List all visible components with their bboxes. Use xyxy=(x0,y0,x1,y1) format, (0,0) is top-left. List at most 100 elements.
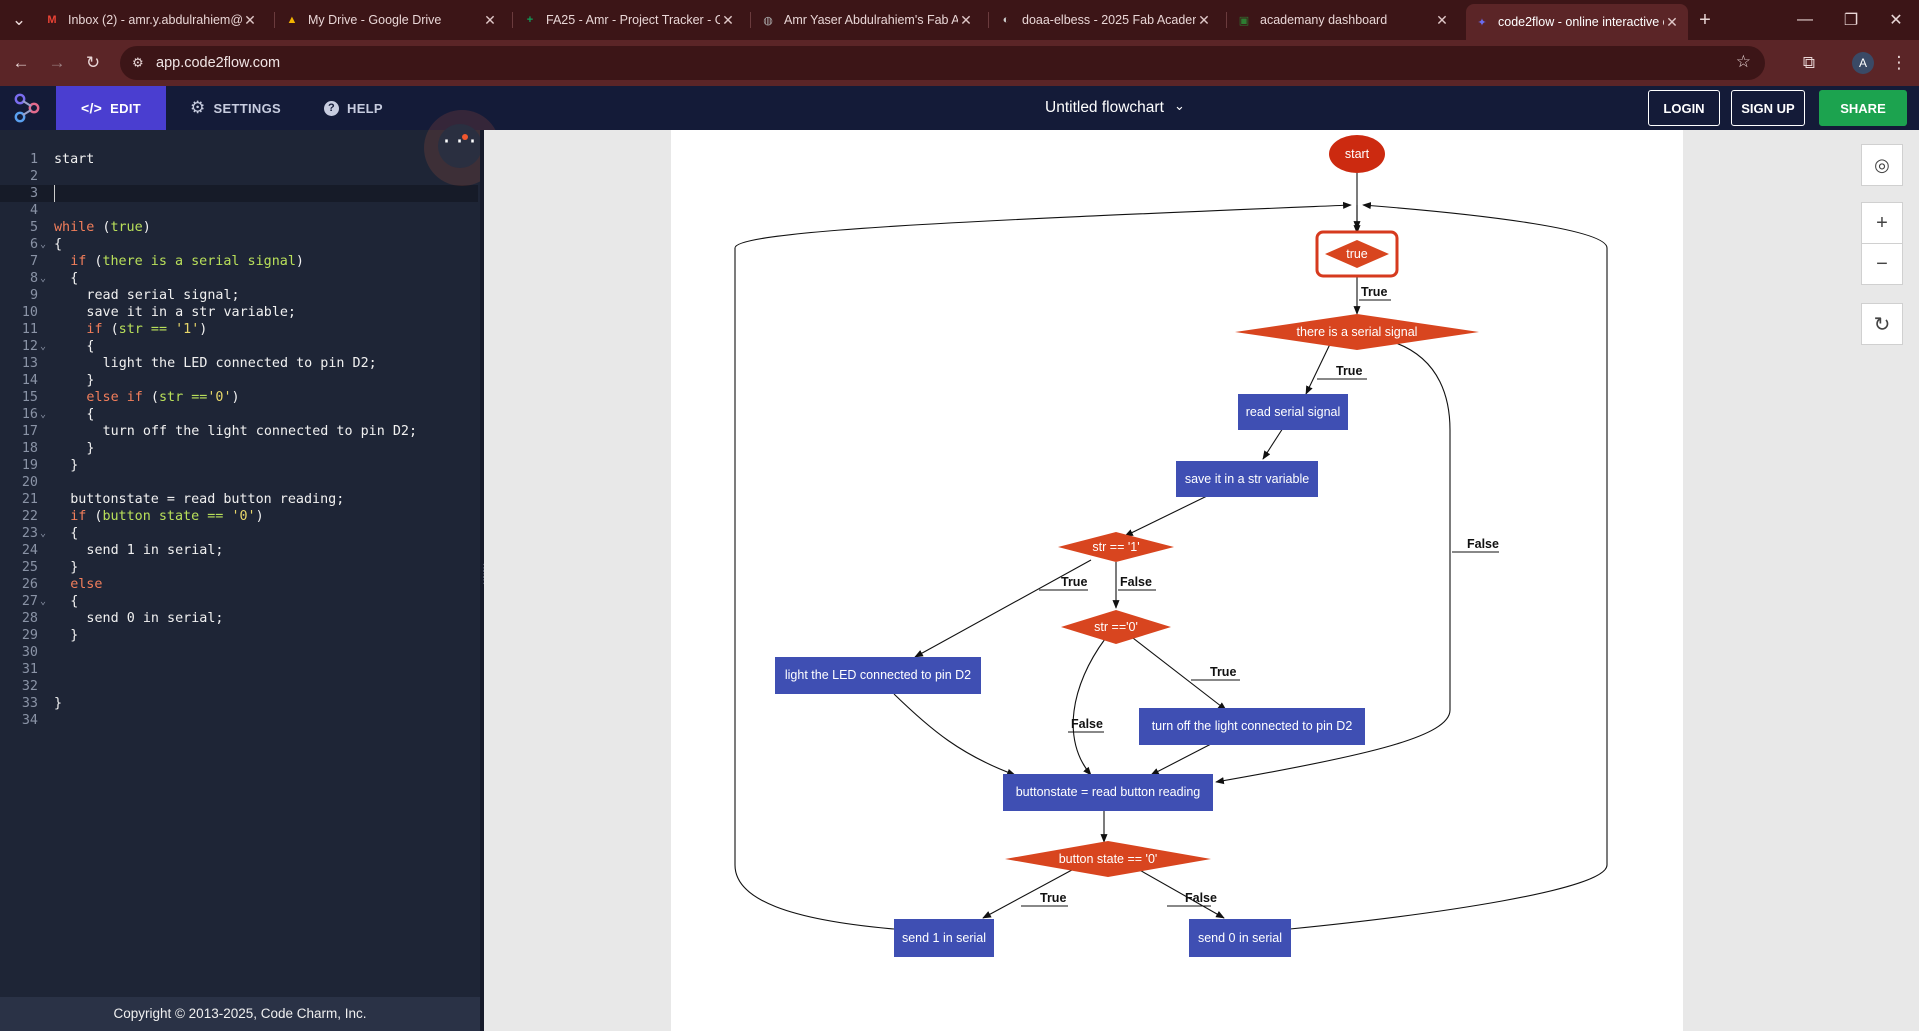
edge-serial-false xyxy=(1215,342,1451,785)
zoom-out-button[interactable]: − xyxy=(1861,243,1903,285)
edge-read-save xyxy=(1262,427,1284,460)
code-line[interactable]: 4 xyxy=(0,202,478,219)
fold-chevron-icon[interactable]: ⌄ xyxy=(40,596,47,607)
share-button[interactable]: SHARE xyxy=(1819,90,1907,126)
code-line[interactable]: 2 xyxy=(0,168,478,185)
close-tab-icon[interactable]: ✕ xyxy=(1436,11,1448,28)
code-line[interactable]: 6⌄{ xyxy=(0,236,478,253)
chevron-down-icon[interactable]: ⌄ xyxy=(1174,98,1185,113)
login-button[interactable]: LOGIN xyxy=(1648,90,1720,126)
code-icon: </> xyxy=(81,100,103,116)
flowchart-title[interactable]: Untitled flowchart xyxy=(1045,99,1164,116)
close-tab-icon[interactable]: ✕ xyxy=(484,11,496,28)
fold-chevron-icon[interactable]: ⌄ xyxy=(40,409,47,420)
close-tab-icon[interactable]: ✕ xyxy=(244,11,256,28)
fold-chevron-icon[interactable]: ⌄ xyxy=(40,528,47,539)
fold-chevron-icon[interactable]: ⌄ xyxy=(40,341,47,352)
site-info-icon[interactable]: ⚙ xyxy=(132,55,144,70)
bookmark-star-icon[interactable]: ☆ xyxy=(1735,52,1751,71)
code-line[interactable]: 8⌄{ xyxy=(0,270,478,287)
close-tab-icon[interactable]: ✕ xyxy=(960,11,972,28)
code-token: { xyxy=(86,407,95,422)
code-line[interactable]: 31 xyxy=(0,661,478,678)
browser-tab[interactable]: ◐doaa-elbess - 2025 Fab Academ✕ xyxy=(990,6,1220,34)
code-line[interactable]: 12⌄{ xyxy=(0,338,478,355)
signup-button[interactable]: SIGN UP xyxy=(1731,90,1805,126)
code-line[interactable]: 20 xyxy=(0,474,478,491)
back-arrow-icon[interactable]: ← xyxy=(12,53,30,72)
code-line[interactable]: 25} xyxy=(0,559,478,576)
settings-tab[interactable]: ⚙ SETTINGS xyxy=(190,86,281,130)
close-window-icon[interactable]: ✕ xyxy=(1889,12,1903,29)
code-line[interactable]: 14} xyxy=(0,372,478,389)
help-icon: ? xyxy=(324,100,339,116)
panel-splitter[interactable] xyxy=(480,130,484,1031)
browser-tab[interactable]: ▣academany dashboard✕ xyxy=(1228,6,1458,34)
edge-btncond-send1 xyxy=(982,863,1084,919)
close-tab-icon[interactable]: ✕ xyxy=(1198,11,1210,28)
minimize-icon[interactable]: — xyxy=(1797,11,1813,28)
code-text: buttonstate = read button reading; xyxy=(70,491,344,508)
address-bar[interactable]: ⚙ app.code2flow.com ☆ xyxy=(120,46,1765,80)
code2flow-logo[interactable] xyxy=(10,93,44,123)
code-line[interactable]: 30 xyxy=(0,644,478,661)
str0-node-label: str =='0' xyxy=(1094,620,1138,634)
code-line[interactable]: 19} xyxy=(0,457,478,474)
extensions-icon[interactable]: ⧉ xyxy=(1802,53,1816,72)
zoom-in-button[interactable]: + xyxy=(1861,202,1903,244)
code-token: } xyxy=(70,458,79,473)
send1-node-label: send 1 in serial xyxy=(902,931,986,945)
line-number: 26 xyxy=(21,577,38,592)
code-text: } xyxy=(70,457,78,474)
recenter-button[interactable]: ◎ xyxy=(1861,144,1903,186)
tab-search-icon[interactable]: ⌄ xyxy=(11,10,27,29)
edit-tab[interactable]: </> EDIT xyxy=(56,86,166,130)
browser-tab[interactable]: +FA25 - Amr - Project Tracker - G✕ xyxy=(514,6,744,34)
flowchart-canvas[interactable]: True True False True False True False Tr… xyxy=(484,130,1919,1031)
forward-arrow-icon[interactable]: → xyxy=(48,53,66,72)
browser-menu-icon[interactable]: ⋮ xyxy=(1890,53,1908,72)
close-tab-icon[interactable]: ✕ xyxy=(1666,13,1678,30)
code-line[interactable]: 29} xyxy=(0,627,478,644)
fold-chevron-icon[interactable]: ⌄ xyxy=(40,239,47,250)
close-tab-icon[interactable]: ✕ xyxy=(722,11,734,28)
reload-icon[interactable]: ↻ xyxy=(85,53,101,72)
browser-tab[interactable]: ▲My Drive - Google Drive✕ xyxy=(276,6,506,34)
fold-chevron-icon[interactable]: ⌄ xyxy=(40,273,47,284)
browser-tab[interactable]: ◍Amr Yaser Abdulrahiem's Fab A✕ xyxy=(752,6,982,34)
code-line[interactable]: 23⌄{ xyxy=(0,525,478,542)
browser-tab[interactable]: ✦code2flow - online interactive c✕ xyxy=(1466,4,1688,40)
new-tab-button[interactable]: + xyxy=(1699,8,1711,31)
code-line[interactable]: 18} xyxy=(0,440,478,457)
code-line[interactable]: 33} xyxy=(0,695,478,712)
help-tab[interactable]: ? HELP xyxy=(324,86,383,130)
url-text[interactable]: app.code2flow.com xyxy=(156,55,281,71)
profile-avatar[interactable]: A xyxy=(1852,52,1874,74)
code-line[interactable]: 3 xyxy=(0,185,478,202)
reset-view-button[interactable]: ↻ xyxy=(1861,303,1903,345)
edge-label-false: False xyxy=(1185,891,1217,905)
code-line[interactable]: 27⌄{ xyxy=(0,593,478,610)
code-line[interactable]: 16⌄{ xyxy=(0,406,478,423)
code-line[interactable]: 34 xyxy=(0,712,478,729)
restore-icon[interactable]: ❐ xyxy=(1843,12,1859,29)
loop-node xyxy=(1325,240,1389,268)
code-token: ) xyxy=(255,509,264,524)
code-line[interactable]: 32 xyxy=(0,678,478,695)
